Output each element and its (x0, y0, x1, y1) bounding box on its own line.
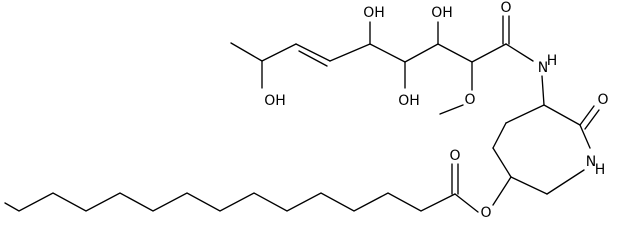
hydroxyl-label: OH (398, 93, 420, 109)
bond (439, 104, 464, 115)
amide-group (502, 15, 534, 62)
bond (541, 75, 545, 106)
lactam-oxygen-label: O (597, 92, 608, 108)
bond (505, 104, 545, 124)
polyol-chain (329, 21, 507, 115)
alkene-double-bond (295, 43, 331, 67)
bond (454, 193, 479, 213)
hydroxyl-label: OH (264, 93, 286, 109)
amide-hydrogen-label: H (547, 53, 558, 69)
bond (261, 43, 297, 62)
ester-carbonyl-oxygen-label: O (449, 148, 460, 164)
hydroxyl-label: OH (363, 5, 385, 21)
ring-hydrogen-label: H (595, 162, 606, 178)
ester-oxygen-label: O (480, 205, 491, 221)
ester-group (451, 163, 512, 213)
atom-labels: OH OH OH OH O N H O O N H O O (264, 0, 608, 221)
bond (492, 147, 512, 178)
bond (4, 192, 456, 212)
azepanone-ring (492, 75, 600, 195)
alkyl-chain (4, 192, 456, 212)
bond (543, 104, 581, 126)
bond (492, 176, 512, 206)
ring-nitrogen-label: N (586, 154, 596, 170)
bond (404, 43, 439, 63)
bond (546, 169, 585, 195)
amide-oxygen-label: O (500, 0, 511, 16)
hydroxyl-label: OH (431, 5, 453, 21)
bond (298, 50, 328, 67)
bond (369, 43, 406, 63)
bond (471, 43, 507, 63)
methoxy-oxygen-label: O (464, 92, 475, 108)
bond (584, 109, 600, 130)
bond (295, 43, 331, 62)
isobutyl-group (230, 42, 297, 89)
amide-nitrogen-label: N (538, 60, 548, 76)
bond (505, 43, 534, 62)
bond (579, 124, 591, 149)
bond (230, 42, 263, 62)
bond (329, 43, 371, 62)
bond (492, 122, 507, 149)
bond (437, 43, 473, 63)
structure-diagram: OH OH OH OH O N H O O N H O O (4, 0, 609, 221)
bond (510, 176, 548, 195)
bond (579, 105, 595, 126)
